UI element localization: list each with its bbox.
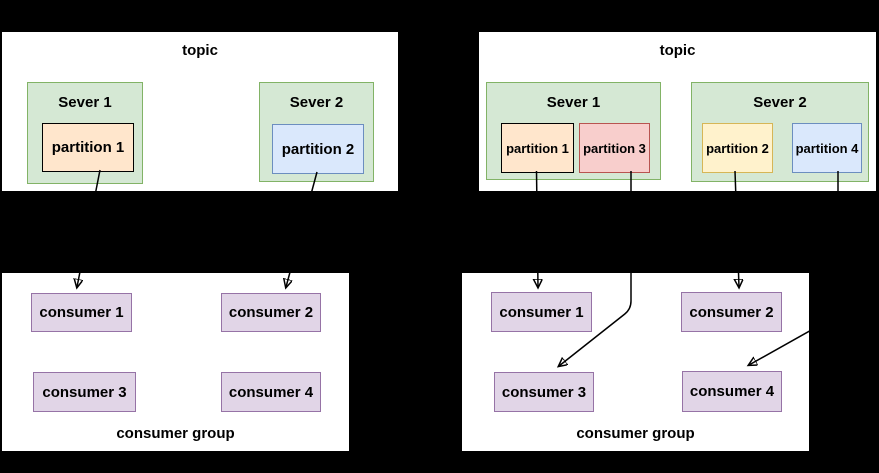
consumer-label: consumer 2 [689,303,774,321]
partition-box-right-4: partition 4 [792,123,862,173]
consumer-group-panel-right: consumer 1 consumer 2 consumer 3 consume… [461,272,810,452]
consumer-label: consumer 4 [689,383,775,400]
consumer-label: consumer 4 [228,383,314,401]
consumer-label: consumer 3 [501,383,587,401]
consumer-box-right-2: consumer 2 [681,292,782,332]
partition-box-right-2: partition 2 [702,123,773,173]
consumer-group-label: consumer group [576,425,695,442]
consumer-label: consumer 1 [39,304,124,321]
topic-panel-left: topic Sever 1 partition 1 Sever 2 partit… [1,31,399,192]
server-label: Sever 1 [546,94,601,111]
partition-box-left-2: partition 2 [272,124,364,174]
partition-box-right-3: partition 3 [579,123,650,173]
server-box-left-2: Sever 2 partition 2 [259,82,374,182]
server-box-right-2: Sever 2 partition 2 partition 4 [691,82,869,182]
server-box-left-1: Sever 1 partition 1 [27,82,143,184]
partition-box-right-1: partition 1 [501,123,574,173]
consumer-box-right-3: consumer 3 [494,372,594,412]
consumer-group-panel-left: consumer 1 consumer 2 consumer 3 consume… [1,272,350,452]
consumer-box-left-2: consumer 2 [221,293,321,332]
partition-label: partition 1 [51,139,125,156]
partition-label: partition 3 [583,140,646,156]
partition-label: partition 1 [506,140,569,156]
topic-panel-right: topic Sever 1 partition 1 partition 3 Se… [478,31,877,192]
partition-label: partition 2 [706,140,769,156]
consumer-label: consumer 3 [42,383,127,401]
consumer-box-right-1: consumer 1 [491,292,592,332]
partition-label: partition 2 [281,140,355,158]
partition-box-left-1: partition 1 [42,123,134,172]
server-label: Sever 1 [58,94,112,111]
consumer-box-left-1: consumer 1 [31,293,132,332]
consumer-label: consumer 2 [228,304,314,321]
consumer-box-left-4: consumer 4 [221,372,321,412]
consumer-box-left-3: consumer 3 [33,372,136,412]
consumer-group-label: consumer group [116,425,235,442]
partition-label: partition 4 [795,140,859,156]
topic-label: topic [182,42,218,59]
topic-label: topic [659,42,696,59]
server-label: Sever 2 [289,94,344,111]
server-label: Sever 2 [753,94,807,111]
consumer-label: consumer 1 [499,303,584,321]
consumer-box-right-4: consumer 4 [682,371,782,412]
server-box-right-1: Sever 1 partition 1 partition 3 [486,82,661,180]
